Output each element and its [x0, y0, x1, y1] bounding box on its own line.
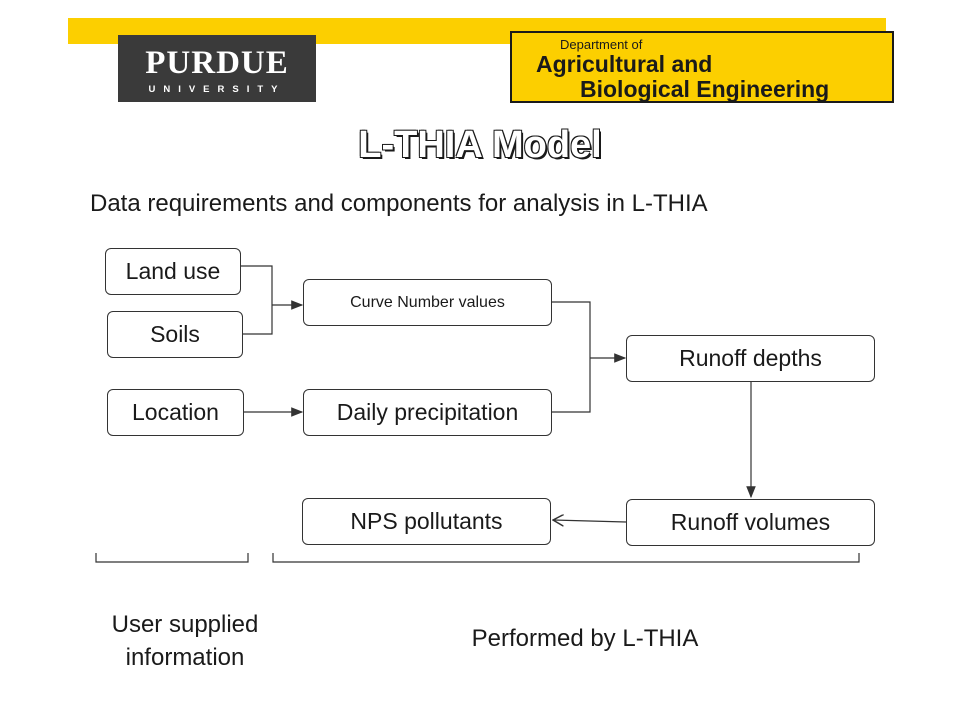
node-runoff-volumes: Runoff volumes — [626, 499, 875, 546]
connector-landuse-soils — [241, 265, 273, 335]
dept-line2: Agricultural and — [536, 51, 713, 77]
dept-line3: Biological Engineering — [580, 76, 830, 102]
label-user-supplied: User supplied information — [80, 608, 290, 674]
page-title: L-THIA Model — [358, 124, 602, 166]
abe-department-logo: Department of Agricultural and Biologica… — [510, 31, 894, 103]
purdue-logo: PURDUE UNIVERSITY — [118, 35, 316, 102]
purdue-logo-sub: UNIVERSITY — [148, 84, 286, 95]
node-location: Location — [107, 389, 244, 436]
dept-line1: Department of — [560, 37, 643, 52]
connector-cn-precip — [552, 301, 591, 413]
node-land-use: Land use — [105, 248, 241, 295]
bracket-performed — [272, 553, 860, 563]
label-user-supplied-line2: information — [125, 644, 245, 671]
node-curve-number: Curve Number values — [303, 279, 552, 326]
purdue-logo-main: PURDUE — [145, 45, 289, 81]
node-daily-precipitation: Daily precipitation — [303, 389, 552, 436]
label-performed-by: Performed by L-THIA — [471, 625, 699, 652]
node-soils: Soils — [107, 311, 243, 358]
bracket-user-supplied — [95, 553, 249, 563]
page-subtitle: Data requirements and components for ana… — [90, 190, 708, 217]
arrow-volumes-to-nps — [553, 520, 627, 522]
node-nps-pollutants: NPS pollutants — [302, 498, 551, 545]
node-runoff-depths: Runoff depths — [626, 335, 875, 382]
label-user-supplied-line1: User supplied — [111, 611, 259, 638]
